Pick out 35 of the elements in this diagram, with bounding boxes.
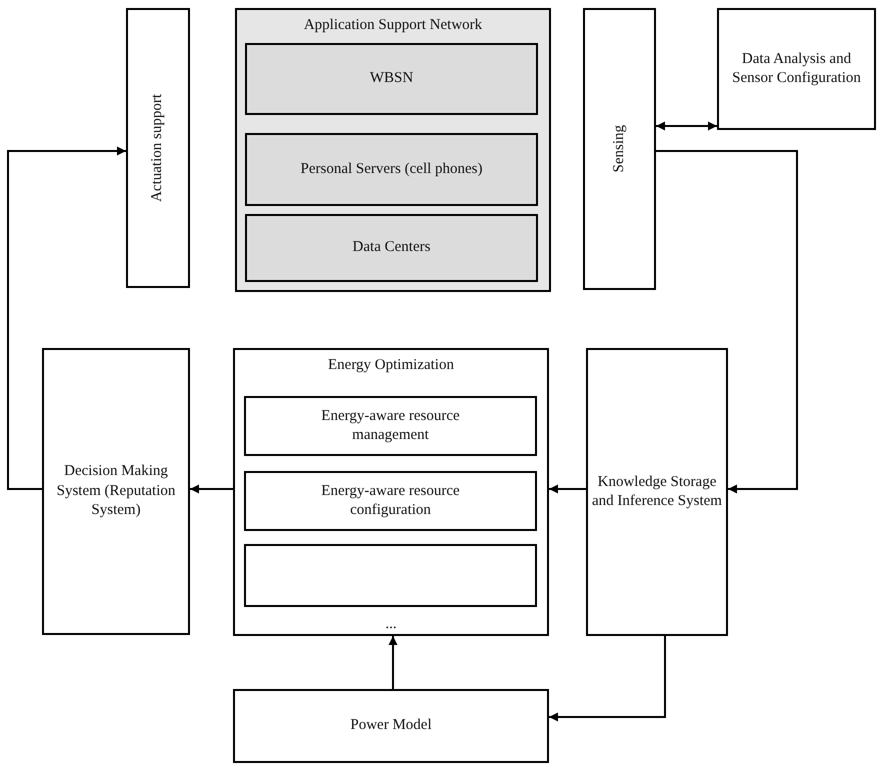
process-box xyxy=(42,348,190,635)
arrow xyxy=(549,484,586,494)
group-box xyxy=(233,348,549,636)
process-box xyxy=(244,471,537,531)
process-box xyxy=(717,8,876,130)
arrow xyxy=(190,484,233,494)
arrow xyxy=(7,146,126,490)
box-label: Sensing xyxy=(610,125,628,173)
process-box xyxy=(126,8,190,288)
process-box xyxy=(233,689,549,763)
box-label: Data Centers xyxy=(352,238,430,258)
box-label: Data Analysis and Sensor Configuration xyxy=(731,50,862,88)
process-box xyxy=(583,8,656,290)
box-label: WBSN xyxy=(370,69,414,88)
arrow xyxy=(656,122,717,130)
box-label: Decision Making System (Reputation System) xyxy=(56,462,176,520)
group-heading: Energy Optimization xyxy=(328,356,454,375)
box-label: Personal Servers (cell phones) xyxy=(300,160,483,179)
process-box xyxy=(244,396,537,456)
group-heading: Application Support Network xyxy=(304,16,482,35)
box-label: Knowledge Storage and Inference System xyxy=(592,472,722,511)
process-box xyxy=(586,348,728,636)
box-label: Power Model xyxy=(350,716,432,736)
process-box xyxy=(245,43,538,115)
arrow xyxy=(656,150,798,494)
process-box xyxy=(245,214,538,282)
arrow xyxy=(549,636,666,722)
box-label: Energy-aware resource management xyxy=(320,406,461,445)
empty-box xyxy=(244,544,537,607)
box-label: Actuation support xyxy=(148,94,166,202)
ellipsis: ... xyxy=(384,617,398,632)
arrow xyxy=(388,636,398,689)
process-box xyxy=(245,133,538,206)
box-label: Energy-aware resource configuration xyxy=(320,482,461,520)
group-box xyxy=(235,8,551,292)
